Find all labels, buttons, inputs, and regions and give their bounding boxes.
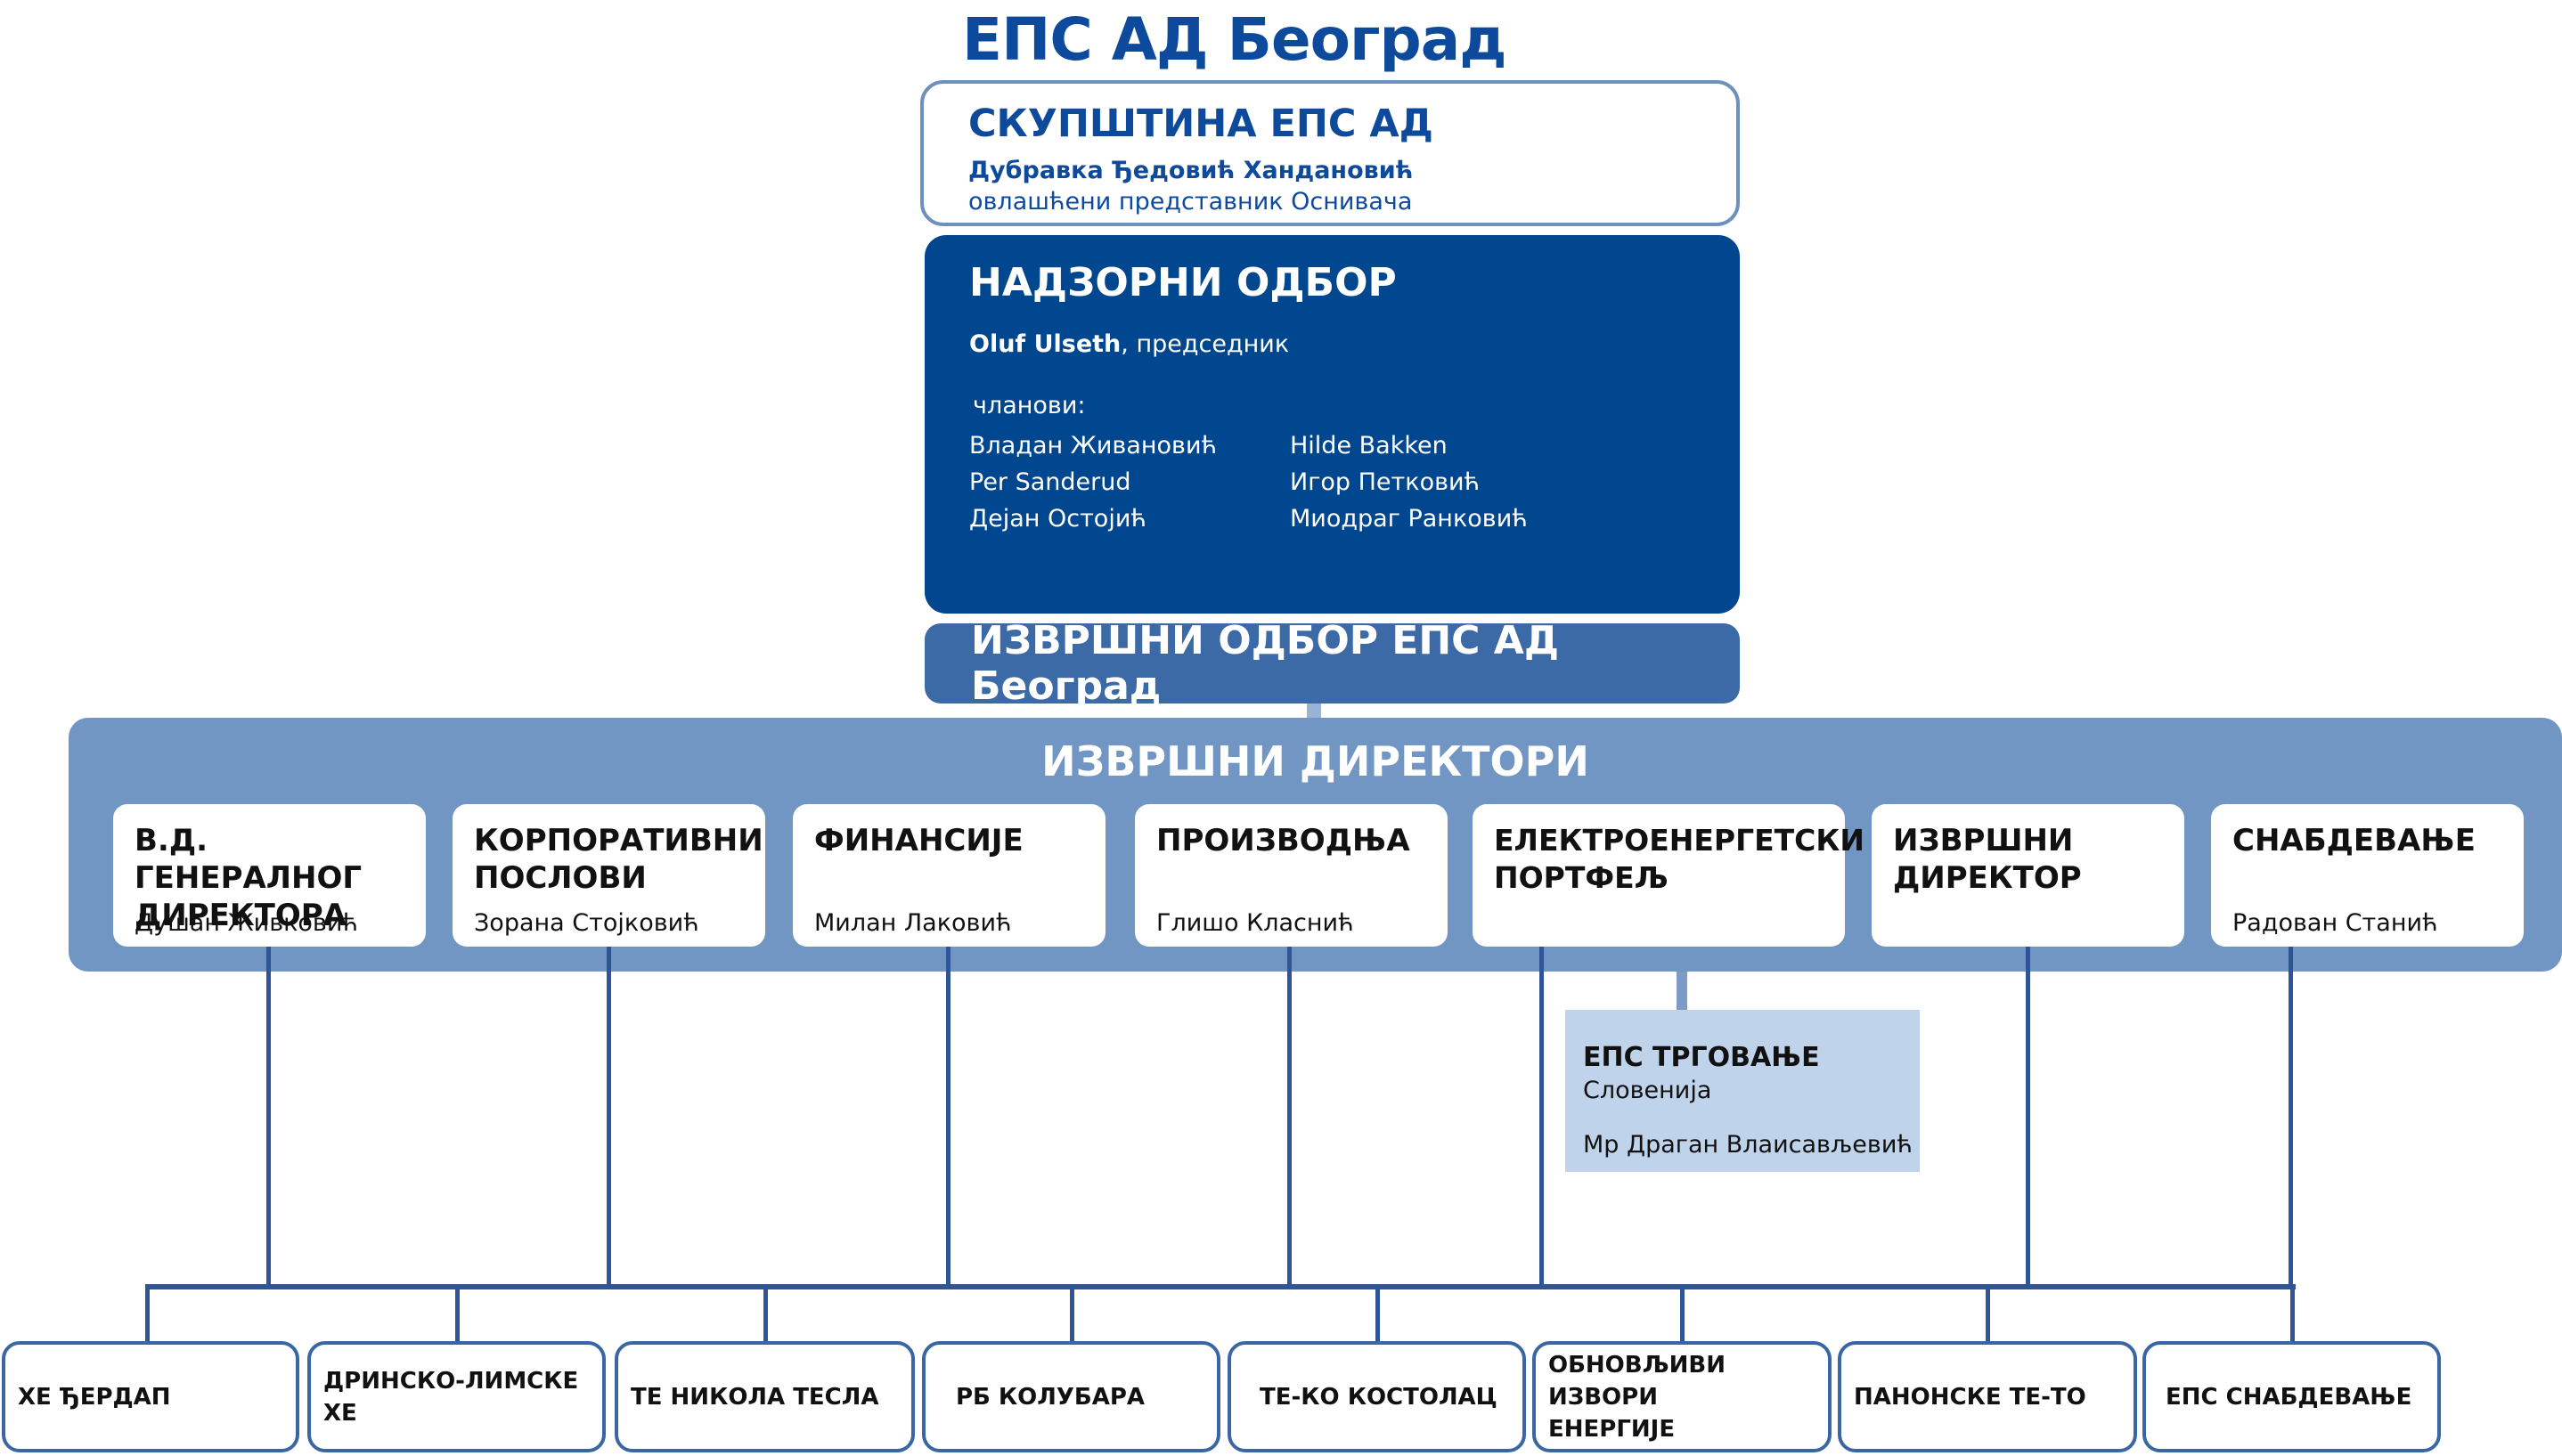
- unit-connector-line: [455, 1284, 460, 1341]
- unit-label: ТЕ-КО КОСТОЛАЦ: [1244, 1381, 1497, 1413]
- unit-box: ТЕ НИКОЛА ТЕСЛА: [615, 1341, 915, 1452]
- director-card-supply: СНАБДЕВАЊЕ Радован Станић: [2211, 804, 2524, 947]
- director-title-line1: В.Д. ГЕНЕРАЛНОГ: [135, 823, 363, 896]
- page-title: ЕПС АД Београд: [962, 5, 1507, 74]
- board-member: Миодраг Ранковић: [1290, 505, 1528, 533]
- director-person: Глишо Класнић: [1156, 909, 1354, 937]
- chair-name: Oluf Ulseth: [969, 330, 1122, 358]
- unit-box: ЕПС СНАБДЕВАЊЕ: [2142, 1341, 2441, 1452]
- unit-label: ДРИНСКО-ЛИМСКЕ ХЕ: [323, 1365, 602, 1429]
- members-label: чланови:: [973, 392, 1086, 419]
- director-connector-line: [266, 947, 271, 1289]
- unit-box: РБ КОЛУБАРА: [922, 1341, 1220, 1452]
- unit-connector-line: [763, 1284, 768, 1341]
- unit-label-line1: ТЕ-КО КОСТОЛАЦ: [1260, 1383, 1497, 1411]
- executive-board-box: ИЗВРШНИ ОДБОР ЕПС АД Београд: [925, 618, 1740, 709]
- director-person: Зорана Стојковић: [474, 909, 699, 937]
- eps-trgovanje-box: ЕПС ТРГОВАЊЕ Словенија Мр Драган Влаисав…: [1565, 1010, 1920, 1172]
- director-title-line1: ФИНАНСИЈЕ: [814, 823, 1024, 858]
- director-person: Радован Станић: [2232, 909, 2438, 937]
- director-person: Душан Живковић: [135, 909, 358, 937]
- units-bus-line: [145, 1284, 2296, 1289]
- executive-directors-heading: ИЗВРШНИ ДИРЕКТОРИ: [1041, 737, 1589, 785]
- director-connector-line: [2026, 947, 2030, 1289]
- trgovanje-person: Мр Драган Влаисављевић: [1583, 1131, 1913, 1159]
- unit-label-line1: ХЕ ЂЕРДАП: [18, 1383, 171, 1411]
- unit-connector-line: [1680, 1284, 1685, 1341]
- unit-connector-line: [2290, 1284, 2295, 1341]
- unit-label: РБ КОЛУБАРА: [938, 1381, 1145, 1413]
- director-title-line1: ИЗВРШНИ: [1893, 823, 2074, 858]
- director-connector-line: [607, 947, 611, 1289]
- executive-board-connector: [1307, 704, 1321, 720]
- unit-connector-line: [1375, 1284, 1380, 1341]
- unit-box: ПАНОНСКЕ ТЕ-ТО: [1838, 1341, 2137, 1452]
- director-title: ПРОИЗВОДЊА: [1156, 822, 1448, 897]
- supervisory-board-chair: Oluf Ulseth, председник: [969, 330, 1740, 358]
- director-title-line2: ПОРТФЕЉ: [1494, 860, 1669, 895]
- unit-label-line1: ЕПС СНАБДЕВАЊЕ: [2166, 1383, 2412, 1411]
- assembly-heading: СКУПШТИНА ЕПС АД: [968, 102, 1433, 146]
- unit-label: ОБНОВЉИВИ ИЗВОРИ ЕНЕРГИЈЕ: [1548, 1349, 1828, 1445]
- unit-label-line2: ЕНЕРГИЈЕ: [1548, 1415, 1676, 1443]
- board-member: Владан Живановић: [969, 432, 1218, 460]
- unit-label-line1: ОБНОВЉИВИ ИЗВОРИ: [1548, 1351, 1726, 1411]
- board-member: Дејан Остојић: [969, 505, 1146, 533]
- trgovanje-country: Словенија: [1583, 1077, 1712, 1104]
- unit-connector-line: [1986, 1284, 1990, 1341]
- director-card-finance: ФИНАНСИЈЕ Милан Лаковић: [793, 804, 1106, 947]
- director-connector-line: [1287, 947, 1292, 1289]
- director-title-line1: ЕЛЕКТРОЕНЕРГЕТСКИ: [1494, 823, 1864, 858]
- unit-connector-line: [145, 1284, 150, 1341]
- director-card-production: ПРОИЗВОДЊА Глишо Класнић: [1135, 804, 1448, 947]
- unit-box: ХЕ ЂЕРДАП: [2, 1341, 299, 1452]
- shareholders-assembly-box: СКУПШТИНА ЕПС АД Дубравка Ђедовић Хандан…: [920, 80, 1740, 226]
- unit-label-line1: РБ КОЛУБАРА: [956, 1383, 1146, 1411]
- unit-label-line1: ПАНОНСКЕ ТЕ-ТО: [1854, 1383, 2086, 1411]
- assembly-representative-role: овлашћени представник Оснивача: [968, 188, 1413, 216]
- unit-box: ОБНОВЉИВИ ИЗВОРИ ЕНЕРГИЈЕ: [1532, 1341, 1832, 1452]
- unit-label-line1: ДРИНСКО-ЛИМСКЕ ХЕ: [323, 1367, 579, 1427]
- director-person: Милан Лаковић: [814, 909, 1012, 937]
- unit-box: ДРИНСКО-ЛИМСКЕ ХЕ: [307, 1341, 606, 1452]
- board-member: Per Sanderud: [969, 468, 1131, 496]
- supervisory-board-box: НАДЗОРНИ ОДБОР Oluf Ulseth, председник ч…: [925, 235, 1740, 614]
- director-title-line2: ДИРЕКТОР: [1893, 860, 2082, 896]
- director-title: СНАБДЕВАЊЕ: [2232, 822, 2524, 897]
- unit-label: ПАНОНСКЕ ТЕ-ТО: [1854, 1381, 2086, 1413]
- director-connector-line: [2289, 947, 2293, 1289]
- unit-box: ТЕ-КО КОСТОЛАЦ: [1228, 1341, 1526, 1452]
- board-member: Игор Петковић: [1290, 468, 1481, 496]
- director-connector-line: [946, 947, 951, 1289]
- assembly-representative-name: Дубравка Ђедовић Хандановић: [968, 157, 1414, 184]
- unit-label: ТЕ НИКОЛА ТЕСЛА: [631, 1381, 878, 1413]
- members-list: Владан Живановић Hilde Bakken Per Sander…: [969, 432, 1740, 533]
- director-connector-line: [1539, 947, 1544, 1289]
- director-title-line1: КОРПОРАТИВНИ: [474, 823, 763, 858]
- trgovanje-connector: [1677, 972, 1687, 1011]
- unit-label: ХЕ ЂЕРДАП: [18, 1381, 171, 1413]
- unit-connector-line: [1070, 1284, 1074, 1341]
- trgovanje-title: ЕПС ТРГОВАЊЕ: [1583, 1042, 1820, 1073]
- board-member: Hilde Bakken: [1290, 432, 1448, 460]
- supervisory-board-heading: НАДЗОРНИ ОДБОР: [969, 260, 1397, 305]
- director-title-line2: ПОСЛОВИ: [474, 860, 647, 896]
- director-title-line1: СНАБДЕВАЊЕ: [2232, 823, 2476, 858]
- unit-label: ЕПС СНАБДЕВАЊЕ: [2158, 1381, 2411, 1413]
- director-title: ФИНАНСИЈЕ: [814, 822, 1106, 897]
- unit-label-line1: ТЕ НИКОЛА ТЕСЛА: [631, 1383, 879, 1411]
- director-title-line1: ПРОИЗВОДЊА: [1156, 823, 1410, 858]
- chair-role: , председник: [1121, 330, 1290, 358]
- director-title-line2: ДИРЕКТОРА: [135, 898, 347, 933]
